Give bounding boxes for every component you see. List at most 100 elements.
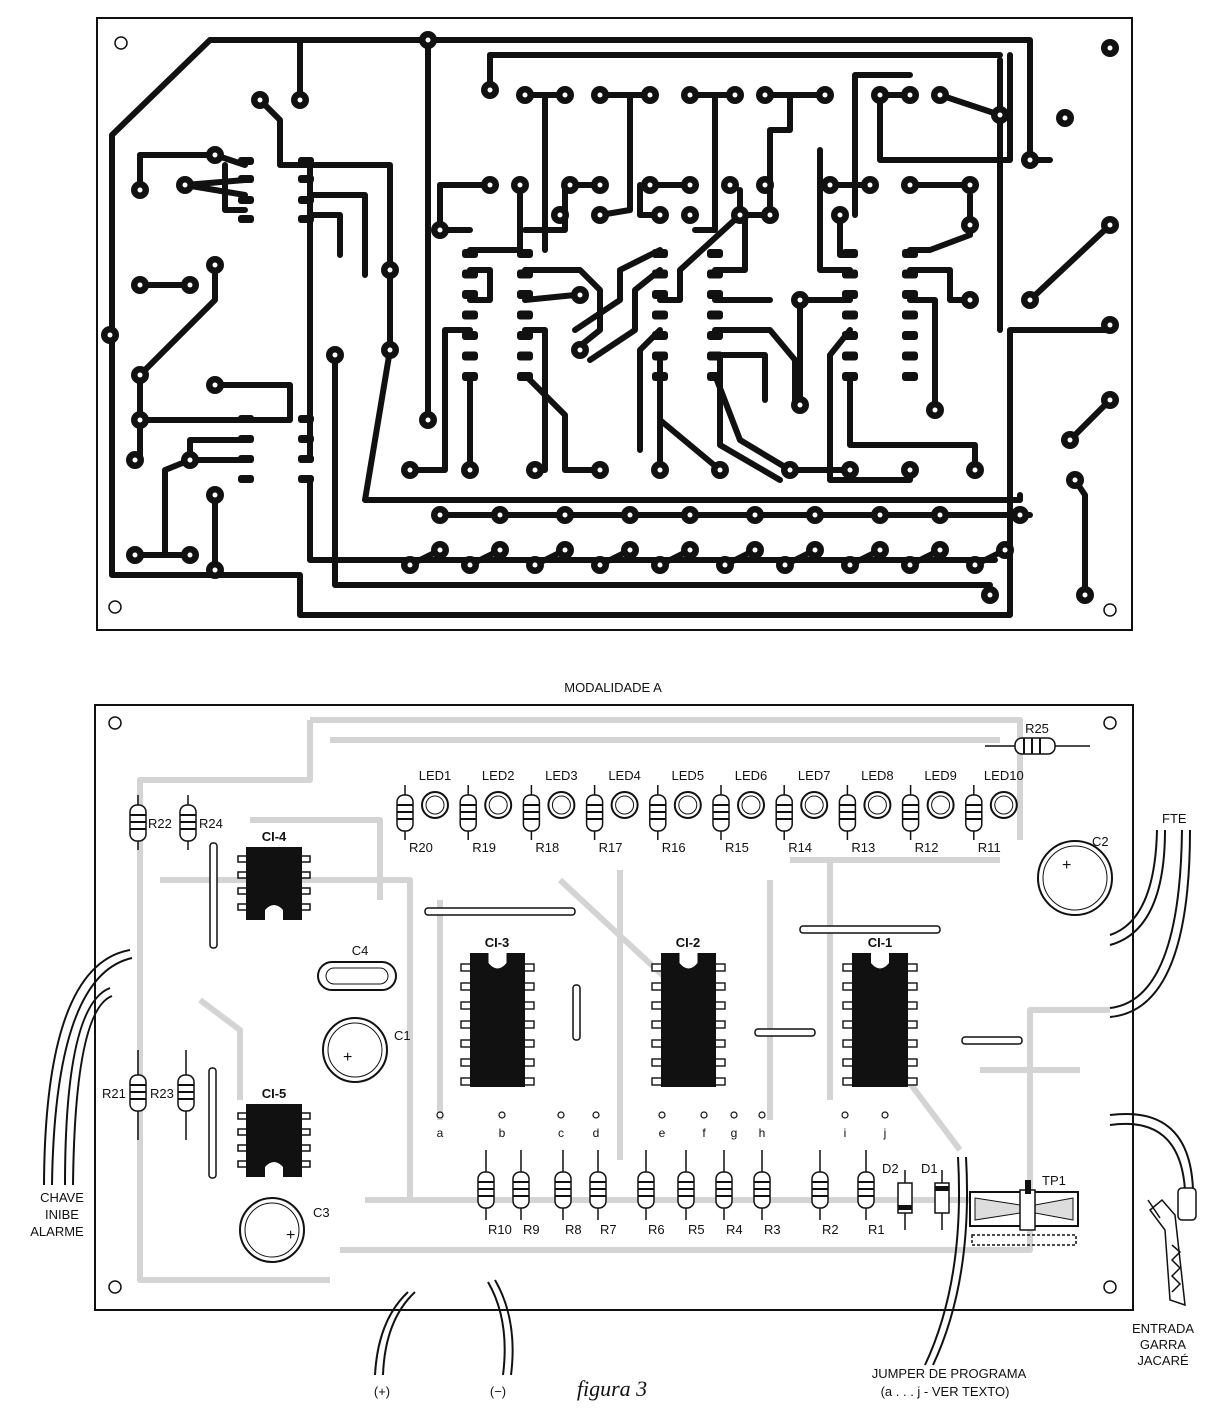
drill-hole	[182, 182, 188, 188]
ic-pin	[460, 1001, 472, 1010]
ic-pad	[462, 351, 478, 361]
jumper-hole	[592, 1111, 600, 1119]
drill-hole	[562, 547, 568, 553]
ic-body	[470, 953, 525, 1087]
jumper-point: c	[557, 1111, 565, 1140]
drill-hole	[597, 212, 603, 218]
resistor-r21: R21	[102, 1050, 147, 1140]
ic-pad	[462, 249, 478, 258]
led-label: LED7	[798, 768, 831, 783]
drill-hole	[752, 547, 758, 553]
bottom-resistor: R5	[677, 1150, 705, 1237]
drill-hole	[597, 92, 603, 98]
resistor-label: R7	[600, 1222, 617, 1237]
drill-hole	[107, 332, 113, 338]
external-wires	[43, 829, 1194, 1376]
ic-pin	[906, 1077, 918, 1086]
drill-hole	[497, 512, 503, 518]
ic-pin	[460, 1077, 472, 1086]
drill-hole	[1082, 592, 1088, 598]
jumper-letter: h	[759, 1126, 766, 1140]
ic-pin	[842, 1001, 854, 1010]
dip14-ic	[460, 953, 535, 1087]
led-label: LED5	[672, 768, 705, 783]
resistor-label: R3	[764, 1222, 781, 1237]
jumper-letter: e	[659, 1126, 666, 1140]
resistor-label: R10	[488, 1222, 512, 1237]
resistor-label: R9	[523, 1222, 540, 1237]
jumper-letter: f	[702, 1126, 706, 1140]
capacitor-c3: + C3	[239, 1197, 330, 1263]
drill-hole	[187, 552, 193, 558]
ci5-label: CI-5	[262, 1086, 287, 1101]
jumper-point: a	[436, 1111, 444, 1140]
drill-hole	[212, 492, 218, 498]
resistor-label: R1	[868, 1222, 885, 1237]
ic-pad	[462, 310, 478, 320]
drill-hole	[967, 297, 973, 303]
ic-body	[852, 953, 908, 1087]
ic-pad	[902, 351, 918, 361]
bottom-resistor: R8	[554, 1150, 582, 1237]
ic-pads	[238, 157, 314, 483]
c2-plus: +	[1062, 857, 1071, 874]
dip14-ic	[842, 953, 918, 1087]
entrada-label-3: JACARÉ	[1137, 1353, 1189, 1368]
drill-hole	[797, 297, 803, 303]
jumper-point: g	[730, 1111, 738, 1140]
drill-hole	[762, 182, 768, 188]
ic-pad	[707, 310, 723, 320]
ic-pin	[714, 1001, 726, 1010]
drill-hole	[567, 182, 573, 188]
led-label: LED9	[924, 768, 957, 783]
d1-label: D1	[921, 1161, 938, 1176]
resistor-label: R12	[915, 840, 939, 855]
drill-hole	[467, 562, 473, 568]
c3-label: C3	[313, 1205, 330, 1220]
drill-hole	[297, 97, 303, 103]
jumper-point: b	[498, 1111, 506, 1140]
resistor-label: R16	[662, 840, 686, 855]
ic-pad	[517, 351, 533, 361]
drill-hole	[1067, 437, 1073, 443]
ic-pin	[523, 1020, 535, 1029]
c1-plus: +	[343, 1049, 352, 1066]
mount-hole	[1103, 603, 1117, 617]
drill-hole	[972, 562, 978, 568]
ic-pad	[842, 290, 858, 299]
tp1-label: TP1	[1042, 1173, 1066, 1188]
drill-hole	[847, 562, 853, 568]
drill-hole	[1107, 45, 1113, 51]
mount-hole	[108, 716, 122, 730]
drill-hole	[137, 187, 143, 193]
ic-pin	[906, 1020, 918, 1029]
ic-pin	[906, 1039, 918, 1048]
c1-label: C1	[394, 1028, 411, 1043]
ic-pad	[842, 351, 858, 361]
ic-pin	[714, 1020, 726, 1029]
drill-hole	[822, 92, 828, 98]
led-row: LED1R20LED2R19LED3R18LED4R17LED5R16LED6R…	[396, 768, 1024, 855]
ic-pad	[902, 269, 918, 279]
ic-pad	[842, 249, 858, 258]
drill-hole	[687, 512, 693, 518]
led-lens	[678, 795, 698, 815]
ic-pin	[651, 1039, 663, 1048]
ic-pad	[517, 249, 533, 258]
drill-hole	[132, 552, 138, 558]
drill-hole	[987, 592, 993, 598]
mount-hole	[114, 36, 128, 50]
resistor-r22: R22	[129, 795, 172, 850]
drill-hole	[847, 467, 853, 473]
ic-pad	[462, 331, 478, 340]
drill-hole	[787, 467, 793, 473]
solder-pads	[101, 31, 1119, 604]
jumper-point: h	[758, 1111, 766, 1140]
ic-ci4: CI-4	[237, 829, 311, 920]
drill-hole	[727, 182, 733, 188]
